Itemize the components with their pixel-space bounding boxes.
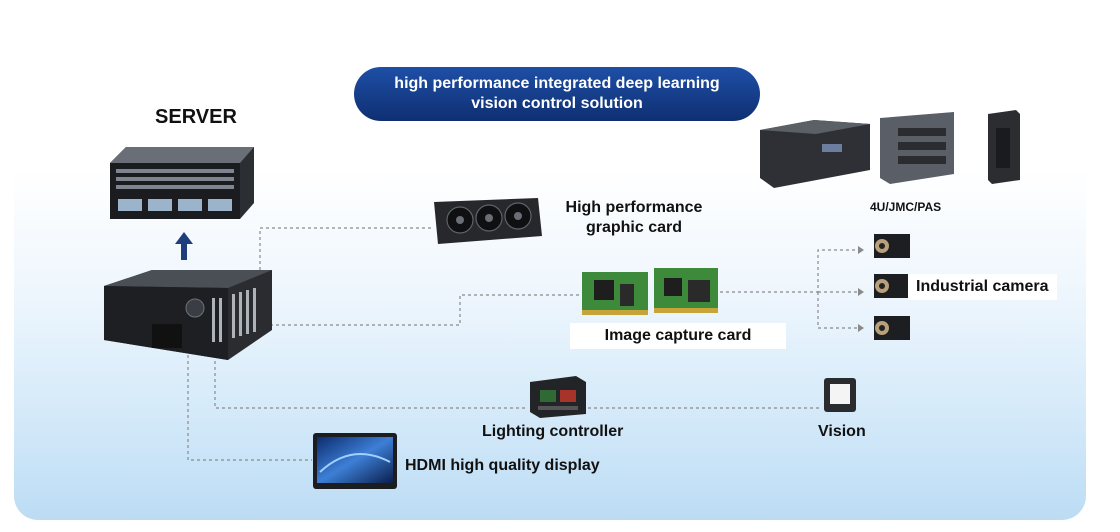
title-banner: high performance integrated deep learnin… xyxy=(354,67,760,121)
line-to-graphic-card xyxy=(259,227,432,300)
title-line-1: high performance integrated deep learnin… xyxy=(394,75,720,92)
display-label: HDMI high quality display xyxy=(405,457,600,474)
display-image xyxy=(313,433,397,489)
lighting-controller-image xyxy=(530,376,586,418)
line-to-display xyxy=(187,355,312,461)
pc-models-image xyxy=(760,110,1020,188)
server-label: SERVER xyxy=(134,102,258,133)
camera-icon xyxy=(874,274,910,298)
camera-icon xyxy=(874,234,910,258)
line-to-camera-1 xyxy=(720,249,858,293)
graphic-card-label: High performance graphic card xyxy=(565,199,703,236)
rack-server-image xyxy=(110,147,254,219)
industrial-pc-image xyxy=(104,270,272,360)
industrial-camera-label: Industrial camera xyxy=(908,274,1057,300)
capture-card-image xyxy=(582,268,718,315)
line-to-camera-3 xyxy=(817,292,858,329)
capture-card-label: Image capture card xyxy=(570,323,786,349)
industrial-camera-image xyxy=(874,234,910,340)
graphic-card-image xyxy=(434,198,542,244)
lighting-controller-label: Lighting controller xyxy=(482,423,624,440)
vision-light-image xyxy=(824,378,856,412)
title-line-2: vision control solution xyxy=(471,95,643,112)
vision-label: Vision xyxy=(818,423,866,440)
camera-icon xyxy=(874,316,910,340)
pc-models-label: 4U/JMC/PAS xyxy=(870,200,942,214)
up-arrow-icon xyxy=(175,232,193,260)
line-to-capture-card xyxy=(270,294,580,326)
